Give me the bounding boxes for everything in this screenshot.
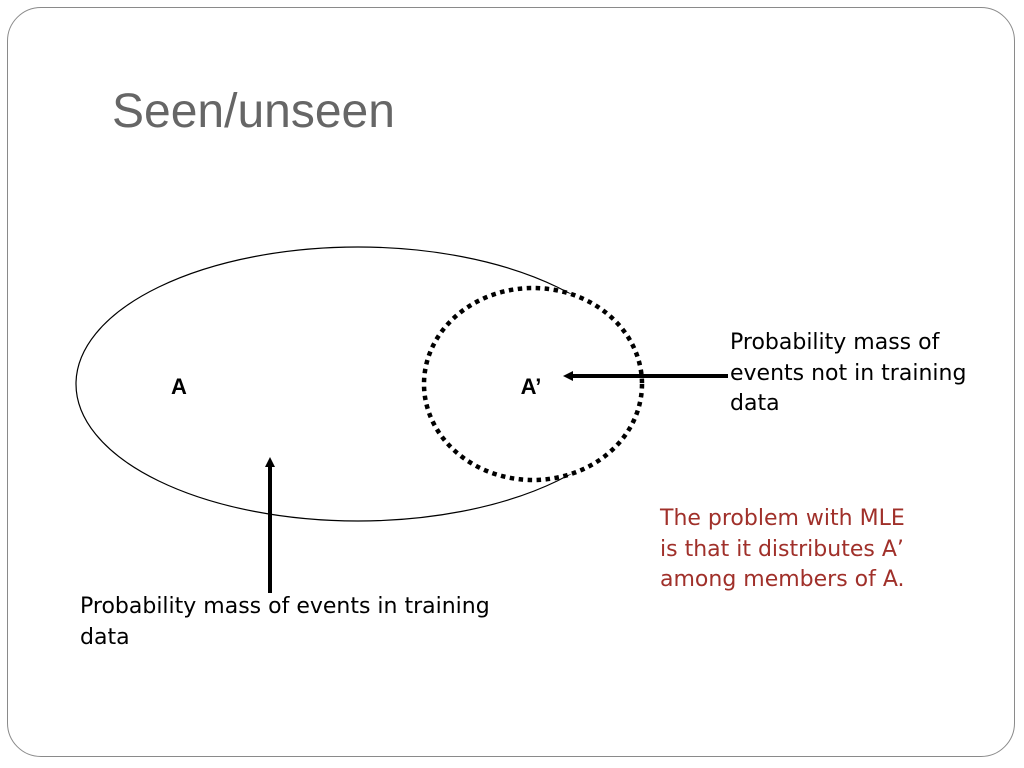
- set-a-prime-circle: [421, 285, 645, 483]
- set-a-prime-label: A’: [521, 374, 542, 399]
- unseen-mass-caption: Probability mass of events not in traini…: [730, 330, 967, 416]
- slide-title: Seen/unseen: [112, 85, 395, 138]
- mle-problem-note: The problem with MLE is that it distribu…: [660, 506, 905, 592]
- set-a-label: A: [171, 374, 187, 399]
- seen-mass-caption: Probability mass of events in training d…: [80, 594, 490, 650]
